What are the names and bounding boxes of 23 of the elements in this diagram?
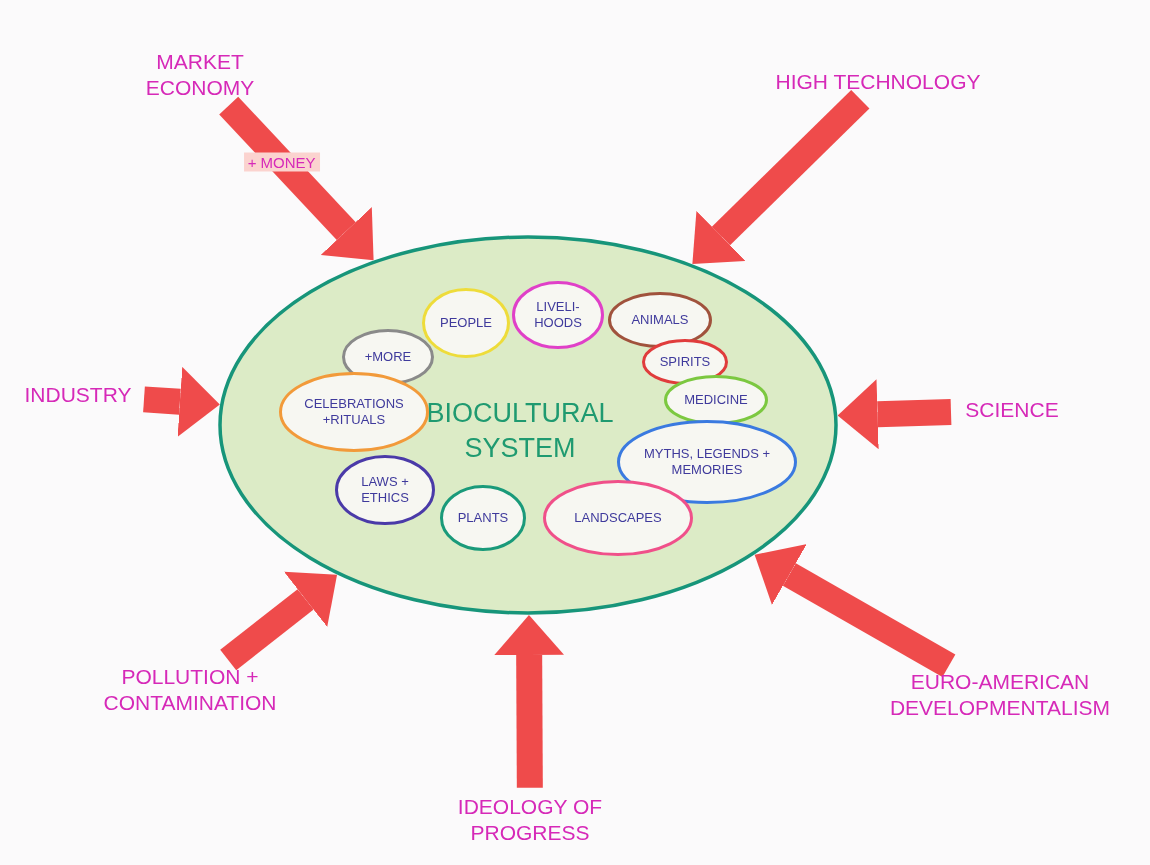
force-label: SCIENCE: [957, 396, 1067, 424]
topic-bubble: CELEBRATIONS +RITUALS: [279, 372, 429, 452]
force-label: EURO-AMERICAN DEVELOPMENTALISM: [855, 668, 1145, 722]
arrow: [219, 96, 374, 261]
topic-bubble: MEDICINE: [664, 375, 768, 425]
force-label: MARKET ECONOMY: [120, 48, 280, 102]
arrow: [220, 571, 338, 671]
edge-label: + MONEY: [243, 152, 320, 172]
force-label: HIGH TECHNOLOGY: [758, 68, 998, 96]
arrow: [494, 615, 565, 788]
force-label: INDUSTRY: [18, 381, 138, 409]
force-label: POLLUTION + CONTAMINATION: [60, 663, 320, 717]
arrow: [837, 379, 952, 450]
force-label: IDEOLOGY OF PROGRESS: [440, 793, 620, 847]
topic-bubble: LIVELI-HOODS: [512, 281, 604, 349]
topic-bubble: LANDSCAPES: [543, 480, 693, 556]
topic-bubble: PEOPLE: [422, 288, 510, 358]
arrow: [143, 366, 220, 437]
arrow: [754, 544, 956, 678]
topic-bubble: LAWS + ETHICS: [335, 455, 435, 525]
topic-bubble: PLANTS: [440, 485, 526, 551]
arrow: [692, 90, 870, 264]
system-ellipse: [218, 235, 838, 615]
